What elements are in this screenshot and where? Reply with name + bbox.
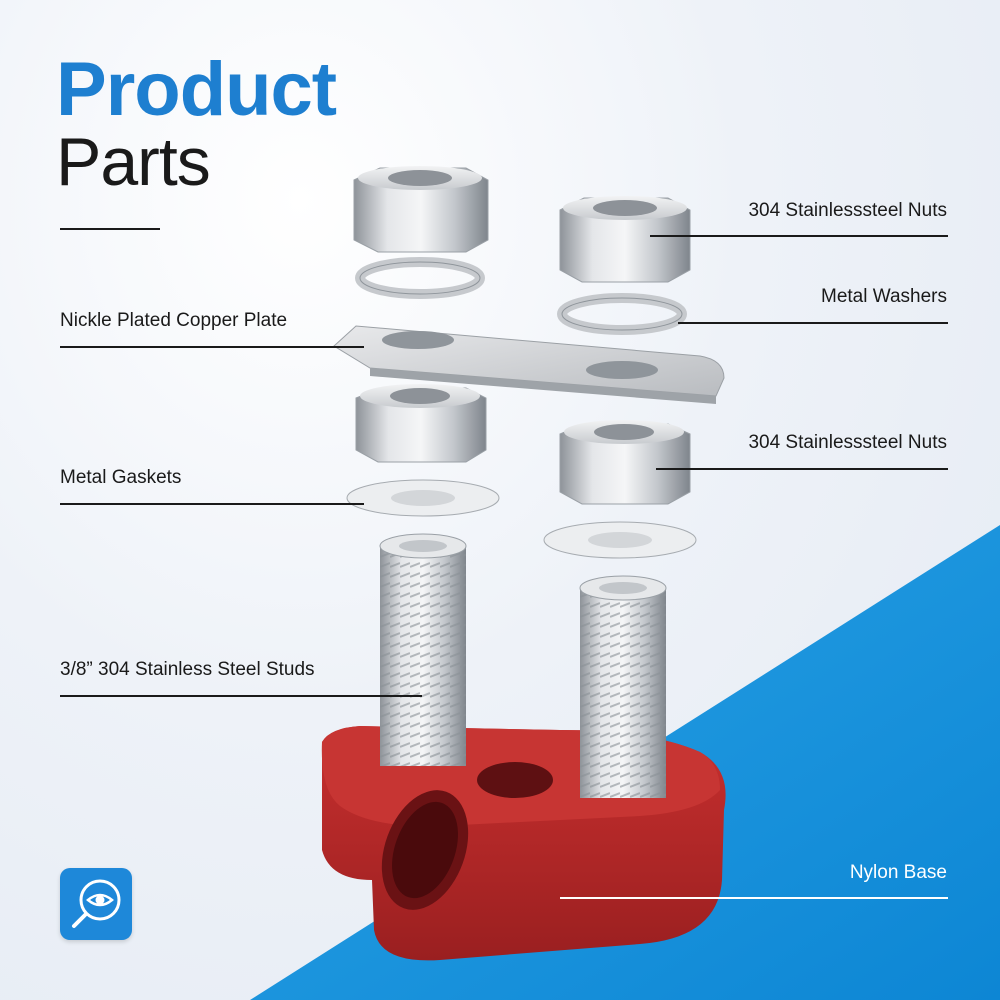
label-studs: 3/8” 304 Stainless Steel Studs xyxy=(60,659,315,680)
label-copper-plate: Nickle Plated Copper Plate xyxy=(60,310,288,331)
lower-nuts xyxy=(355,384,691,505)
leader-copper-plate xyxy=(60,346,364,348)
metal-gaskets xyxy=(346,479,697,559)
label-base: Nylon Base xyxy=(849,862,947,883)
leader-washers xyxy=(678,322,948,324)
upper-nuts xyxy=(353,166,691,283)
title-product: Product xyxy=(56,47,337,132)
leader-base xyxy=(560,897,948,899)
inspection-badge xyxy=(60,868,132,940)
leader-nuts-lower xyxy=(656,468,948,470)
leader-gaskets xyxy=(60,503,364,505)
label-nuts-lower: 304 Stainlesssteel Nuts xyxy=(748,432,947,453)
label-nuts-top: 304 Stainlesssteel Nuts xyxy=(748,200,947,221)
leader-nuts-top xyxy=(650,235,948,237)
label-washers: Metal Washers xyxy=(821,286,947,307)
copper-plate xyxy=(333,325,725,404)
label-gaskets: Metal Gaskets xyxy=(60,467,182,488)
metal-washers xyxy=(355,257,687,335)
left-stud xyxy=(379,533,467,766)
leader-studs xyxy=(60,695,422,697)
magnifier-eye-icon xyxy=(72,879,121,928)
right-stud xyxy=(579,575,667,798)
title-underline xyxy=(60,228,160,230)
title-parts: Parts xyxy=(56,124,211,200)
